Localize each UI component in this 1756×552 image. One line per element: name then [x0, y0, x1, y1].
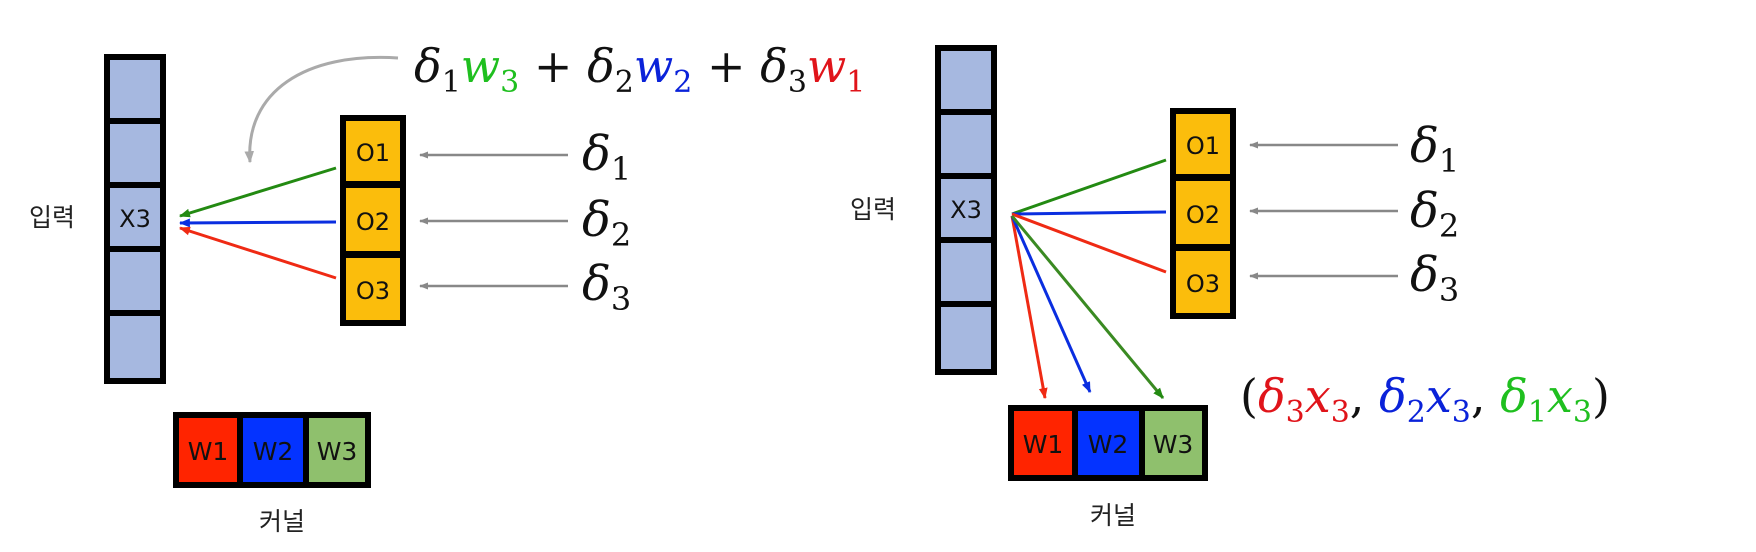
right-gradient-tuple: (δ3x3, δ2x3, δ1x3): [1240, 369, 1610, 430]
left-kernel-w1: [179, 418, 237, 482]
right-kernel-w1: [1014, 411, 1072, 475]
left-arrow-o3-to-x3: [178, 226, 337, 280]
left-formula-curve-arrow: [244, 55, 399, 164]
left-input-label: 입력: [29, 203, 75, 232]
right-line-x3-to-o3: [1011, 212, 1167, 274]
left-arrow-o2-to-x3: [178, 218, 337, 228]
left-delta-2: δ2: [582, 192, 631, 254]
right-arrow-x3-to-w3: [1010, 215, 1165, 399]
left-input-cell-2: [110, 124, 160, 182]
left-kernel-w3-label: W3: [317, 437, 358, 466]
right-kernel-w2-label: W2: [1088, 430, 1129, 459]
left-input-cell-label: X3: [119, 205, 151, 233]
right-delta-1: δ1: [1410, 118, 1459, 180]
left-output-cell-o1: [346, 121, 400, 181]
right-input-column: X3: [935, 45, 997, 375]
left-kernel-w1-label: W1: [188, 437, 229, 466]
right-output-label-o3: O3: [1186, 270, 1220, 298]
right-delta-2: δ2: [1410, 183, 1459, 245]
left-input-cell-5: [110, 316, 160, 378]
left-kernel-w2: [243, 418, 303, 482]
right-panel: X3 입력 O1 O2 O3 δ1 δ2: [850, 45, 1610, 530]
right-output-column: O1 O2 O3: [1170, 108, 1236, 319]
left-kernel-w2-label: W2: [253, 437, 294, 466]
left-input-cell-x3: [110, 188, 160, 246]
left-formula: δ1w3 + δ2w2 + δ3w1: [414, 39, 865, 100]
right-input-cell-5: [941, 307, 991, 369]
right-input-cell-x3: [941, 179, 991, 237]
right-output-cell-o1: [1176, 114, 1230, 174]
left-input-cell-4: [110, 252, 160, 310]
right-output-label-o2: O2: [1186, 201, 1220, 229]
right-kernel-w3: [1145, 411, 1202, 475]
left-kernel: W1 W2 W3: [173, 412, 371, 488]
left-delta-3: δ3: [582, 256, 631, 318]
left-output-label-o3: O3: [356, 277, 390, 305]
right-kernel-w3-label: W3: [1153, 430, 1194, 459]
left-input-column: X3: [104, 54, 166, 384]
left-output-cell-o2: [346, 188, 400, 251]
right-output-cell-o2: [1176, 181, 1230, 244]
left-input-cell-1: [110, 60, 160, 118]
right-kernel-w1-label: W1: [1023, 430, 1064, 459]
left-output-label-o2: O2: [356, 208, 390, 236]
left-delta-1: δ1: [582, 126, 631, 188]
right-arrow-x3-to-w2: [1010, 215, 1092, 394]
right-kernel-w2: [1078, 411, 1139, 475]
left-kernel-w3: [309, 418, 365, 482]
left-output-label-o1: O1: [356, 139, 390, 167]
right-input-cell-4: [941, 243, 991, 301]
left-output-column: O1 O2 O3: [340, 115, 406, 326]
right-output-label-o1: O1: [1186, 132, 1220, 160]
right-input-cell-2: [941, 115, 991, 173]
right-kernel-label: 커널: [1090, 501, 1136, 530]
right-line-x3-to-o1: [1011, 158, 1167, 216]
left-output-cell-o3: [346, 258, 400, 320]
left-kernel-label: 커널: [259, 507, 305, 536]
right-delta-3: δ3: [1410, 247, 1459, 309]
right-line-x3-to-o2: [1011, 210, 1167, 216]
right-input-cell-label: X3: [950, 196, 982, 224]
left-arrow-o1-to-x3: [178, 166, 337, 218]
right-input-cell-1: [941, 51, 991, 109]
right-input-label: 입력: [850, 195, 896, 224]
left-panel: X3 입력 O1 O2 O3 δ1 δ2 δ3: [29, 39, 865, 536]
right-arrow-x3-to-w1: [1010, 215, 1048, 400]
right-output-cell-o3: [1176, 251, 1230, 313]
right-kernel: W1 W2 W3: [1008, 405, 1208, 481]
